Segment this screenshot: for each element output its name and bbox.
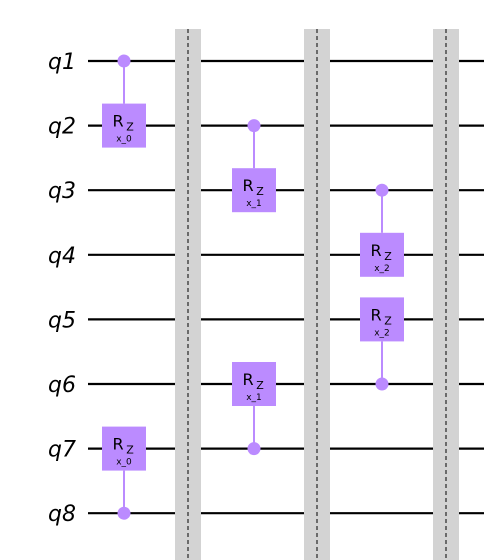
qubit-label: q4 bbox=[48, 244, 76, 269]
gate-name: R bbox=[370, 305, 381, 324]
qubit-label: q3 bbox=[48, 179, 76, 204]
control-dot bbox=[247, 442, 261, 456]
qubit-label: q2 bbox=[48, 115, 76, 140]
control-dot bbox=[247, 119, 261, 133]
qubit-label: q6 bbox=[48, 373, 76, 398]
gate-parameter: x_2 bbox=[374, 264, 390, 274]
gate-subscript: Z bbox=[126, 121, 134, 134]
rz-gate-box bbox=[232, 168, 276, 213]
gate-name: R bbox=[370, 241, 381, 260]
barriers-layer bbox=[175, 29, 459, 560]
gate-subscript: Z bbox=[384, 314, 392, 327]
gate-name: R bbox=[112, 112, 123, 131]
rz-gate-box bbox=[360, 232, 404, 277]
rz-gate-box bbox=[360, 297, 404, 342]
gate-parameter: x_1 bbox=[246, 393, 262, 403]
gate-subscript: Z bbox=[126, 444, 134, 457]
control-dot bbox=[117, 506, 131, 520]
gate-name: R bbox=[242, 176, 253, 195]
rz-gate-box bbox=[232, 362, 276, 406]
gate-name: R bbox=[242, 370, 253, 389]
gate-parameter: x_1 bbox=[246, 199, 262, 209]
wires-layer bbox=[88, 59, 484, 515]
qubit-label: q8 bbox=[48, 502, 76, 527]
gate-subscript: Z bbox=[384, 250, 392, 263]
control-dot bbox=[375, 377, 389, 391]
qubit-labels-layer: q1 q2 q3 q4 q5 q6 q7 q8 bbox=[48, 50, 76, 527]
rz-gate-box bbox=[102, 103, 146, 148]
rz-gate-box bbox=[102, 426, 146, 471]
qubit-label: q5 bbox=[48, 308, 76, 333]
control-dot bbox=[117, 54, 131, 68]
qubit-label: q7 bbox=[48, 438, 76, 463]
qubit-label: q1 bbox=[48, 50, 76, 75]
gate-name: R bbox=[112, 435, 123, 454]
gate-subscript: Z bbox=[256, 185, 264, 198]
gate-subscript: Z bbox=[256, 379, 264, 392]
gate-parameter: x_0 bbox=[116, 458, 132, 468]
control-dot bbox=[375, 183, 389, 197]
gate-parameter: x_2 bbox=[374, 328, 390, 338]
gate-parameter: x_0 bbox=[116, 135, 132, 145]
